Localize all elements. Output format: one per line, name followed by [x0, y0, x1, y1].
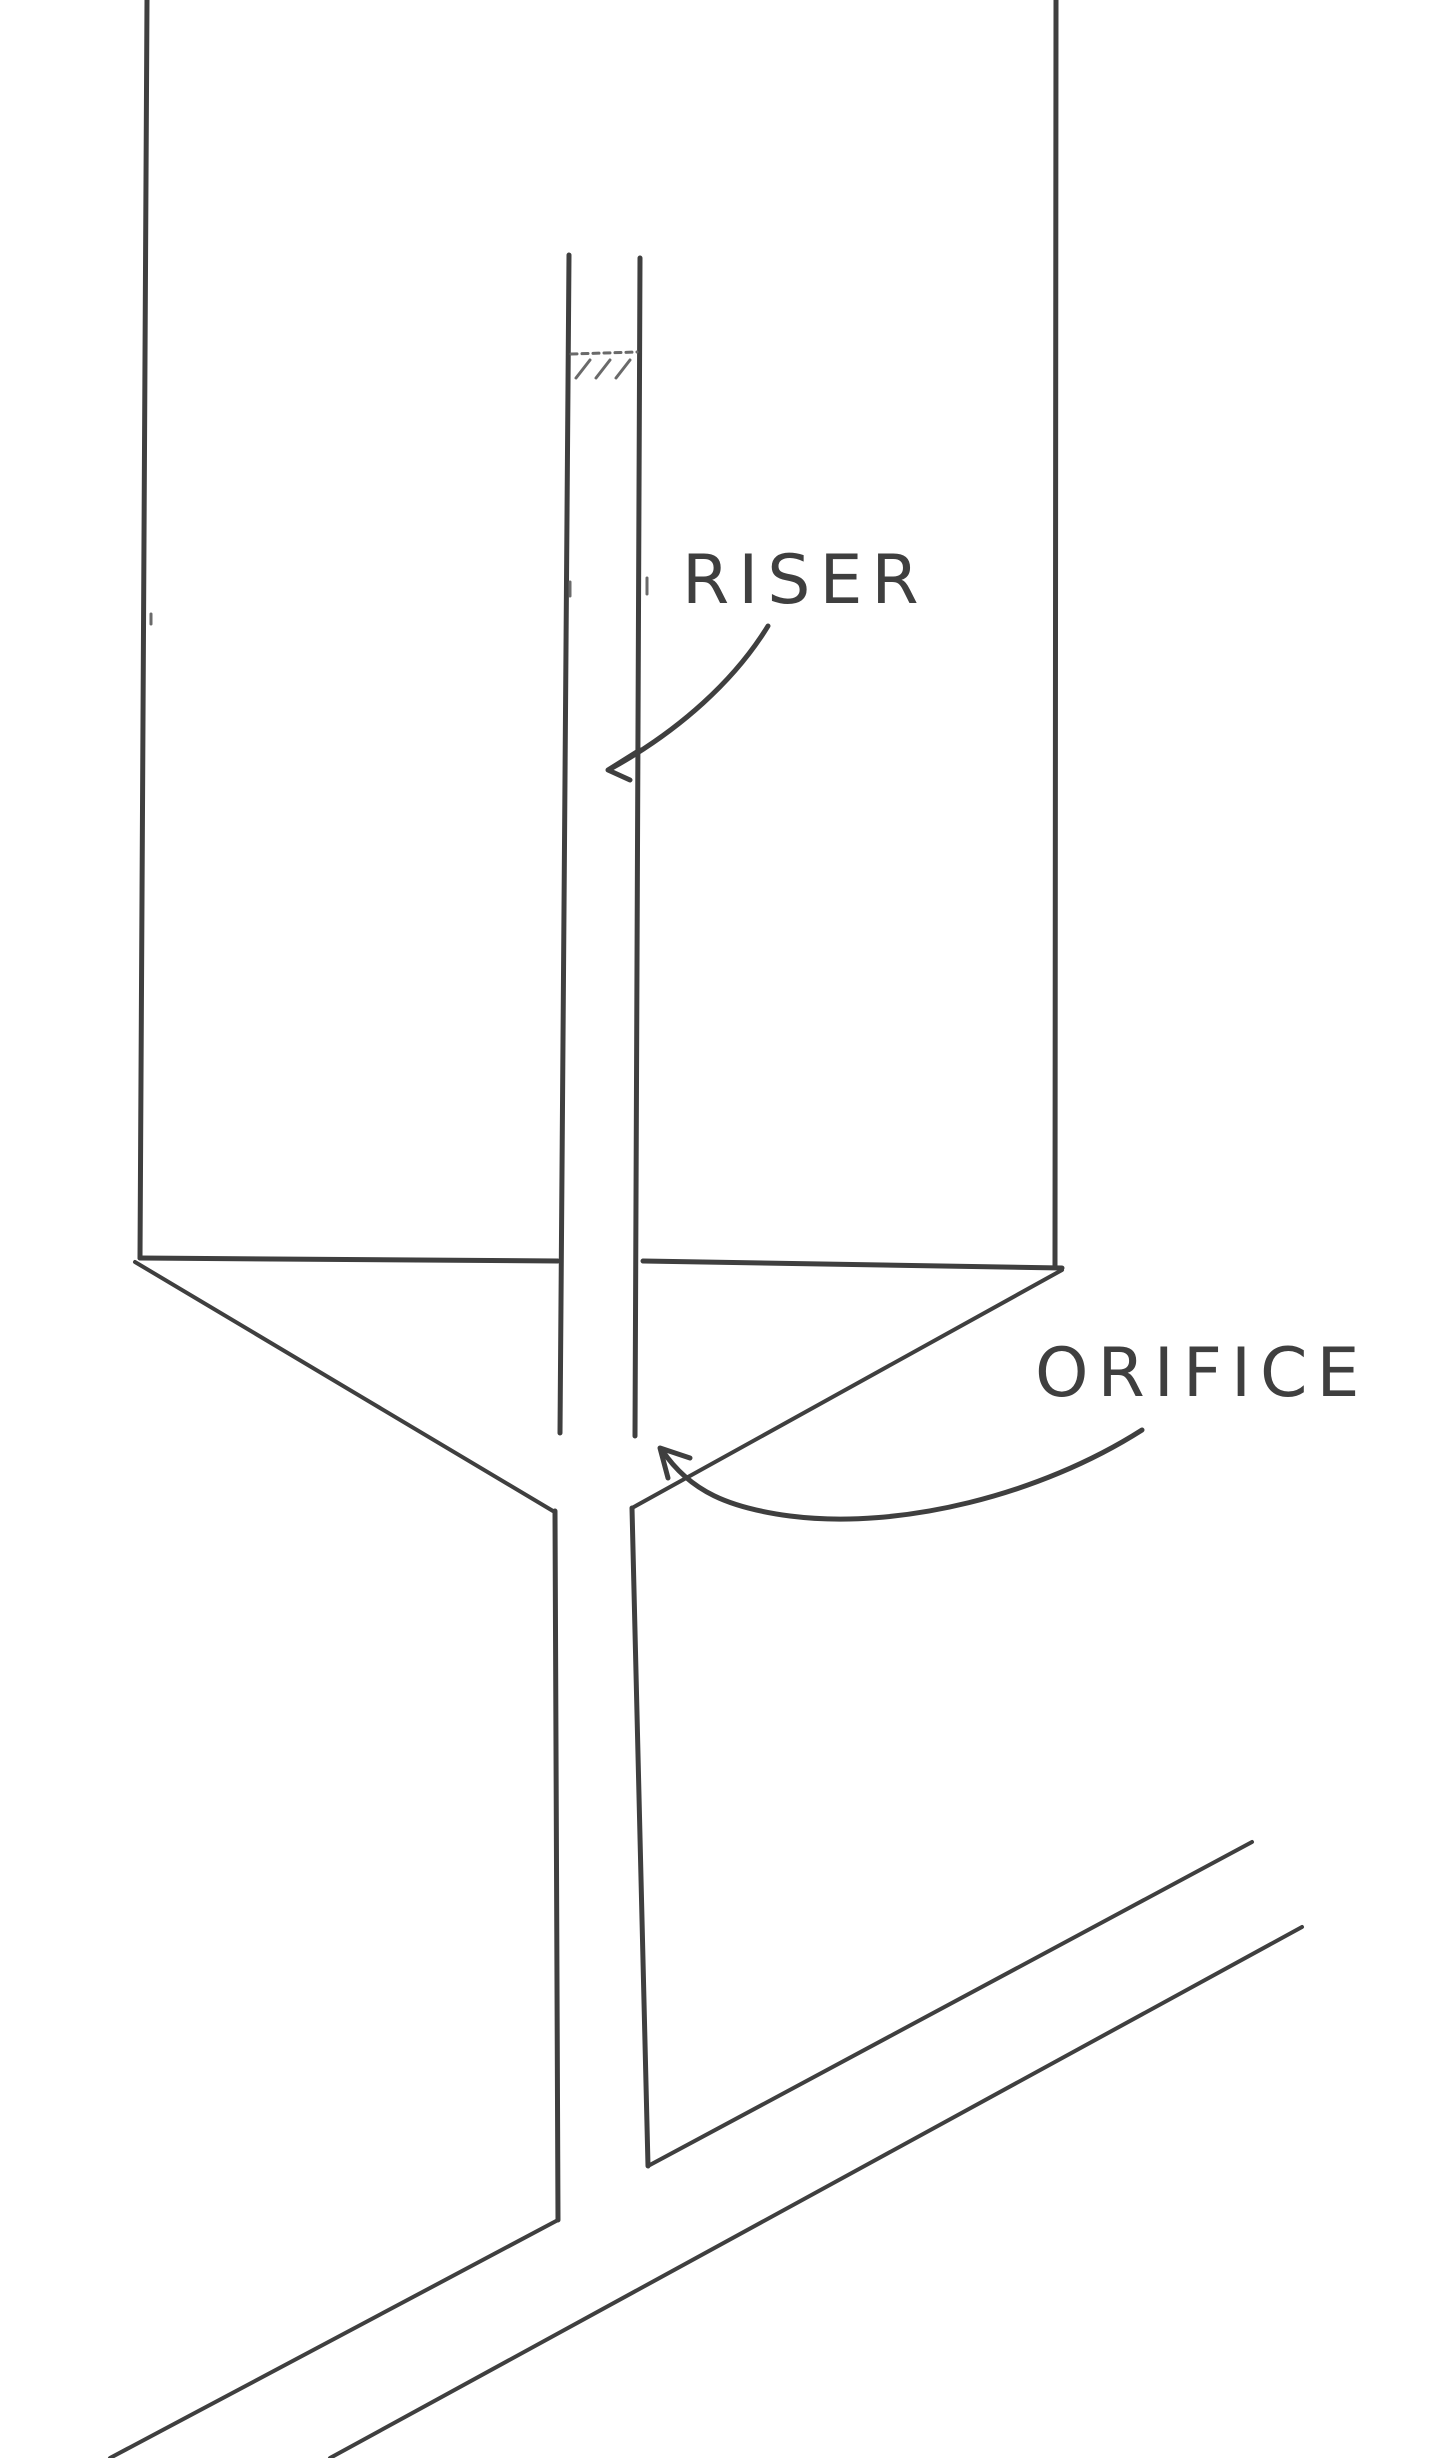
tank-left-wall — [137, 0, 150, 1261]
riser-right-wall — [632, 255, 643, 1439]
hopper — [133, 1260, 1064, 1513]
tank-bottom-left — [137, 1255, 561, 1264]
orifice-callout: ORIFICE — [657, 1334, 1368, 1522]
bottom-channel — [108, 1840, 1304, 2458]
riser-arrowhead — [605, 747, 643, 783]
tank-right-wall — [1052, 0, 1059, 1269]
tank-bottom-right — [640, 1258, 1065, 1271]
channel-upper-left — [108, 2218, 560, 2458]
riser-arrow — [609, 623, 771, 771]
riser-label: RISER — [682, 541, 928, 620]
hopper-left-side — [133, 1260, 555, 1513]
outlet-right-wall — [629, 1505, 651, 2169]
riser-callout: RISER — [605, 541, 928, 783]
tick-marks — [149, 576, 649, 626]
riser-left-wall — [557, 252, 572, 1436]
orifice-label: ORIFICE — [1035, 1334, 1368, 1413]
channel-lower — [328, 1925, 1304, 2458]
riser-top-hatch — [569, 350, 639, 380]
outlet-left-wall — [552, 1508, 561, 2223]
tank — [137, 0, 1065, 1271]
outlet-pipe — [552, 1505, 651, 2223]
orifice-arrow — [659, 1427, 1145, 1522]
riser-tube — [557, 252, 643, 1439]
hopper-right-side — [630, 1268, 1064, 1510]
channel-upper-right — [646, 1840, 1254, 2168]
orifice-arrowhead — [657, 1445, 693, 1481]
